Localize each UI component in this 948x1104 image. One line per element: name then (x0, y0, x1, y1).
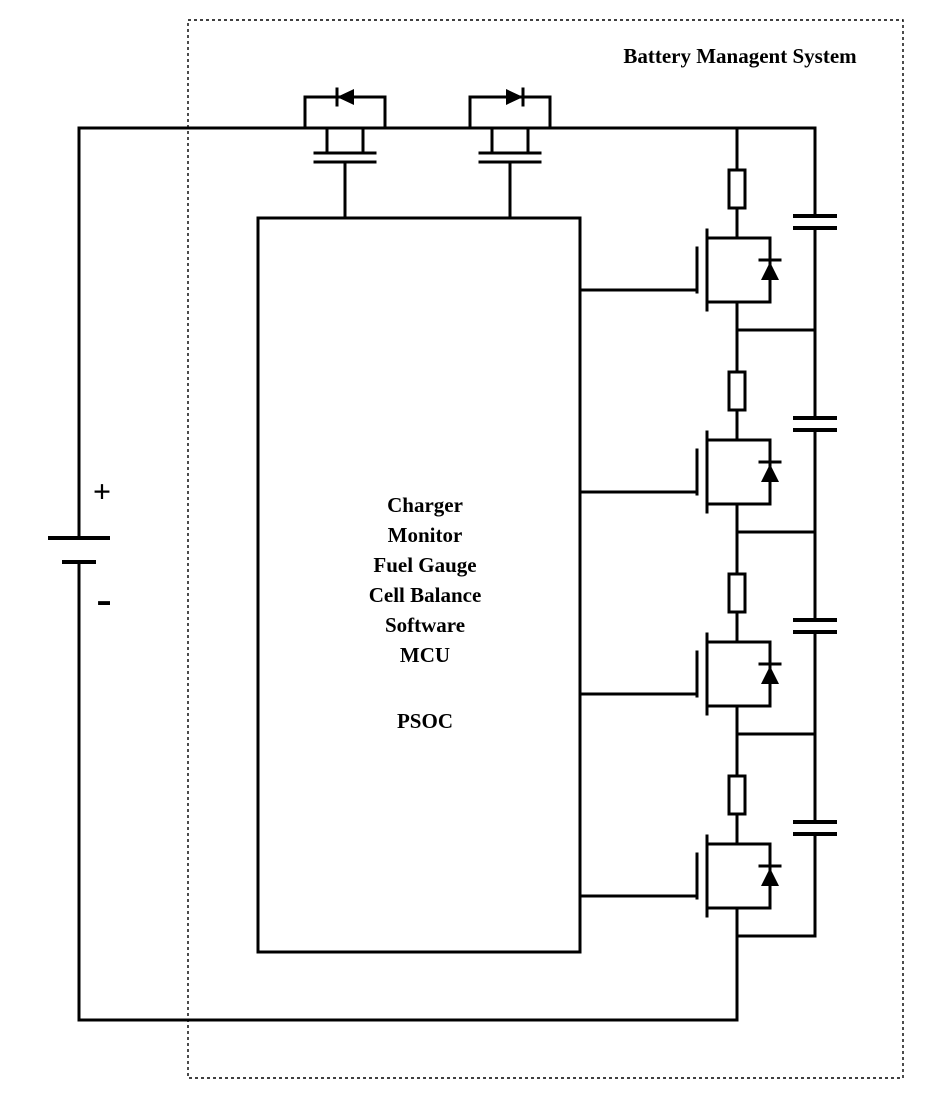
charge-mosfet (303, 87, 387, 220)
positive-rail-wire (77, 126, 817, 540)
cell-balance-unit-2 (578, 328, 839, 534)
controller-box: Charger Monitor Fuel Gauge Cell Balance … (256, 216, 582, 954)
body-diode-icon (335, 87, 354, 107)
controller-box-label: PSOC (397, 709, 453, 733)
controller-box-label: MCU (400, 643, 450, 667)
diagram-title: Battery Managent System (623, 44, 857, 68)
controller-box-label: Charger (387, 493, 463, 517)
controller-box-label: Cell Balance (369, 583, 482, 607)
battery-plus-label: + (93, 473, 111, 509)
mosfet-icon (478, 126, 542, 220)
diode-loop-wire (303, 95, 387, 130)
cell-balance-unit-1 (578, 126, 839, 332)
body-diode-icon (506, 87, 525, 107)
system-boundary-dashed-border (187, 19, 904, 1079)
cell-balance-unit-3 (578, 530, 839, 736)
discharge-mosfet (468, 87, 552, 220)
negative-rail-wire (77, 560, 739, 1022)
diode-arrow (337, 89, 354, 105)
cell-balance-unit-4 (578, 732, 839, 938)
diode-arrow (506, 89, 523, 105)
mosfet-icon (313, 126, 377, 220)
controller-box-outline (256, 216, 582, 954)
battery-minus-label: - (96, 573, 111, 624)
controller-box-label: Fuel Gauge (373, 553, 476, 577)
controller-box-label: Software (385, 613, 465, 637)
controller-box-label: Monitor (388, 523, 463, 547)
